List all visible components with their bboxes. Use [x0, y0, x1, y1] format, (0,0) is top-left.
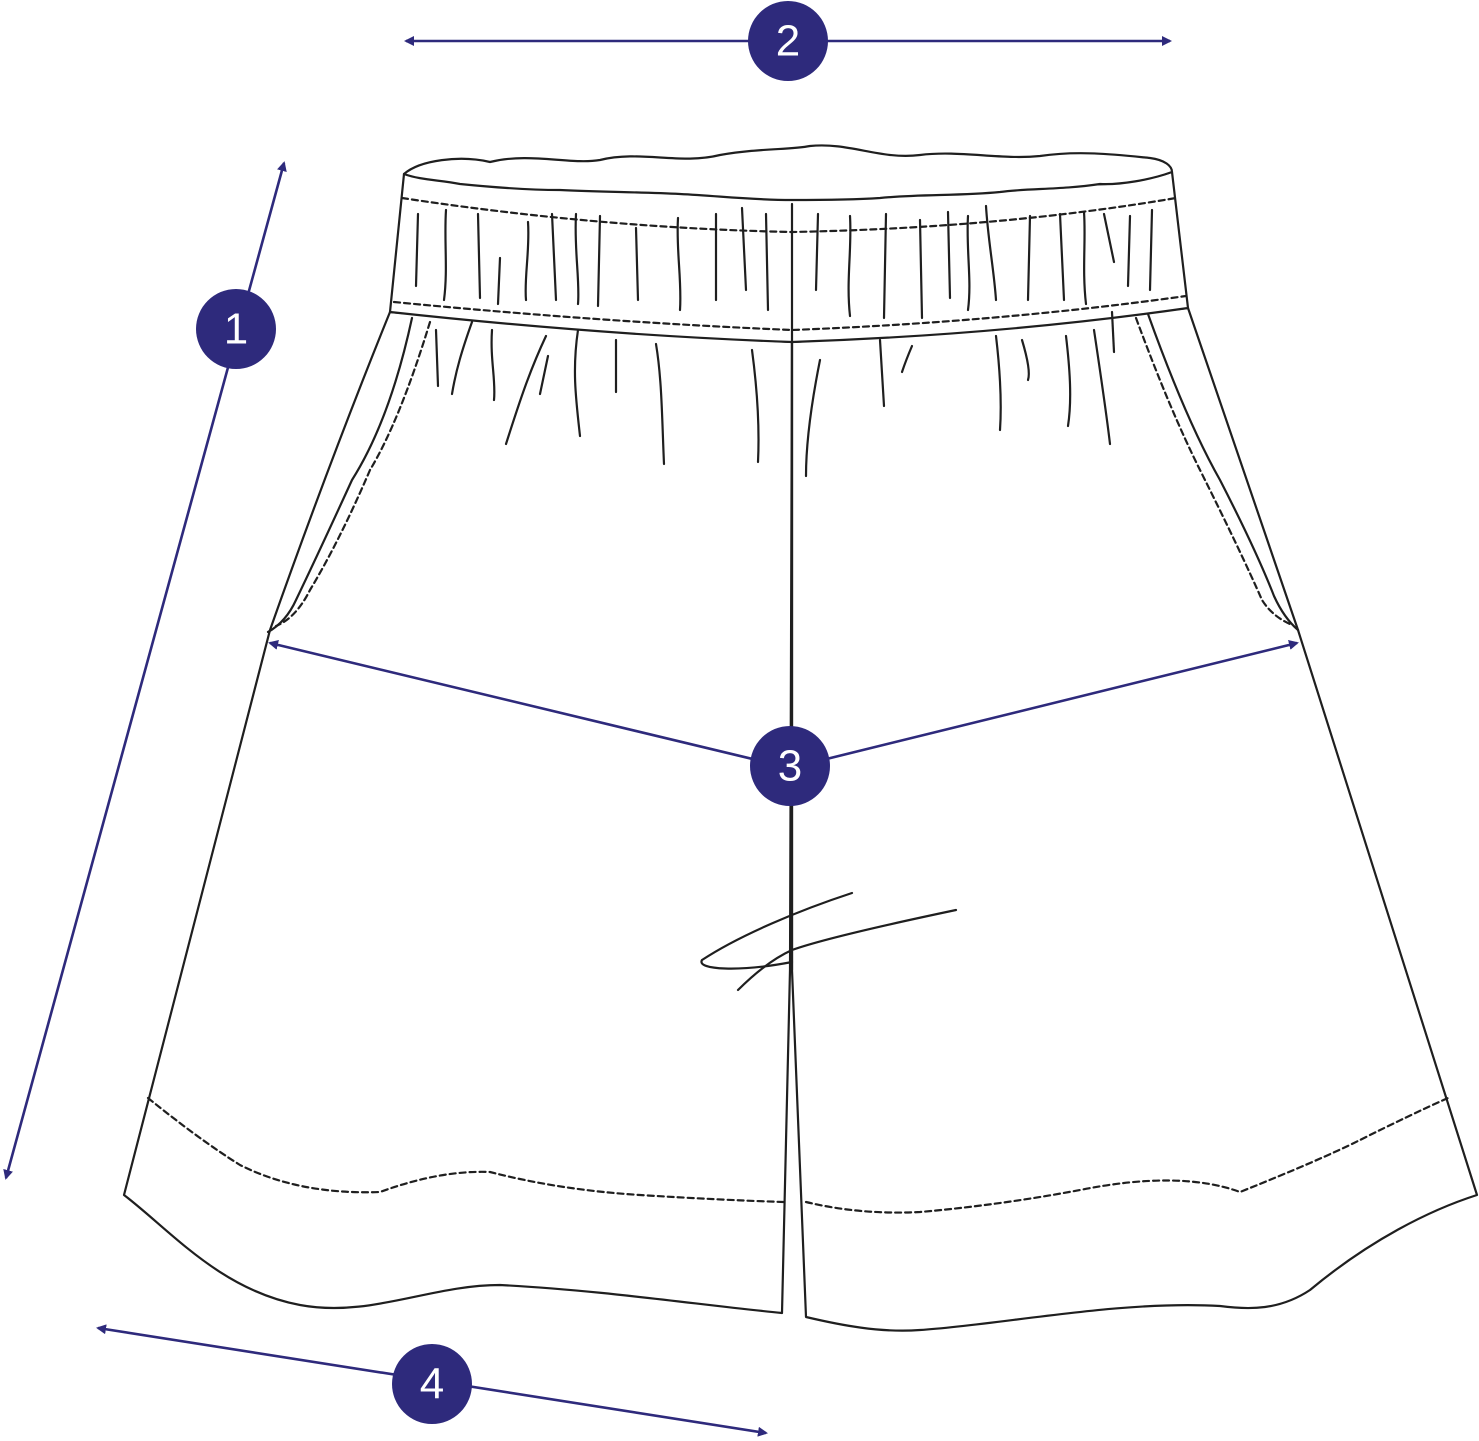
- badge-circle: [392, 1344, 472, 1424]
- right-hem-stitch: [804, 1096, 1450, 1214]
- badge-number-waist: 2: [776, 17, 800, 66]
- shorts-illustration: [122, 144, 1479, 1332]
- upper-leg-folds: [434, 310, 1116, 478]
- badge-circle: [748, 1, 828, 81]
- left-pocket-edge: [266, 316, 414, 634]
- badge-circle: [196, 289, 276, 369]
- right-pocket-stitch: [1134, 316, 1292, 626]
- right-pocket-edge: [1146, 312, 1300, 632]
- badge-number-hem: 4: [420, 1360, 444, 1409]
- waistband-top-ruffle: [402, 144, 1174, 202]
- measurement-badge-3: 3: [750, 726, 830, 806]
- left-pocket-stitch: [274, 320, 432, 628]
- measurement-badge-1: 1: [196, 289, 276, 369]
- badge-number-hip: 3: [778, 742, 802, 791]
- waistband-gathers: [414, 204, 1154, 320]
- measurement-badge-2: 2: [748, 1, 828, 81]
- right-leg-outline: [790, 306, 1479, 1332]
- crotch-folds: [700, 891, 958, 992]
- badge-number-length: 1: [224, 305, 248, 354]
- badge-circle: [750, 726, 830, 806]
- measurement-badge-4: 4: [392, 1344, 472, 1424]
- left-leg-outline: [122, 310, 794, 1315]
